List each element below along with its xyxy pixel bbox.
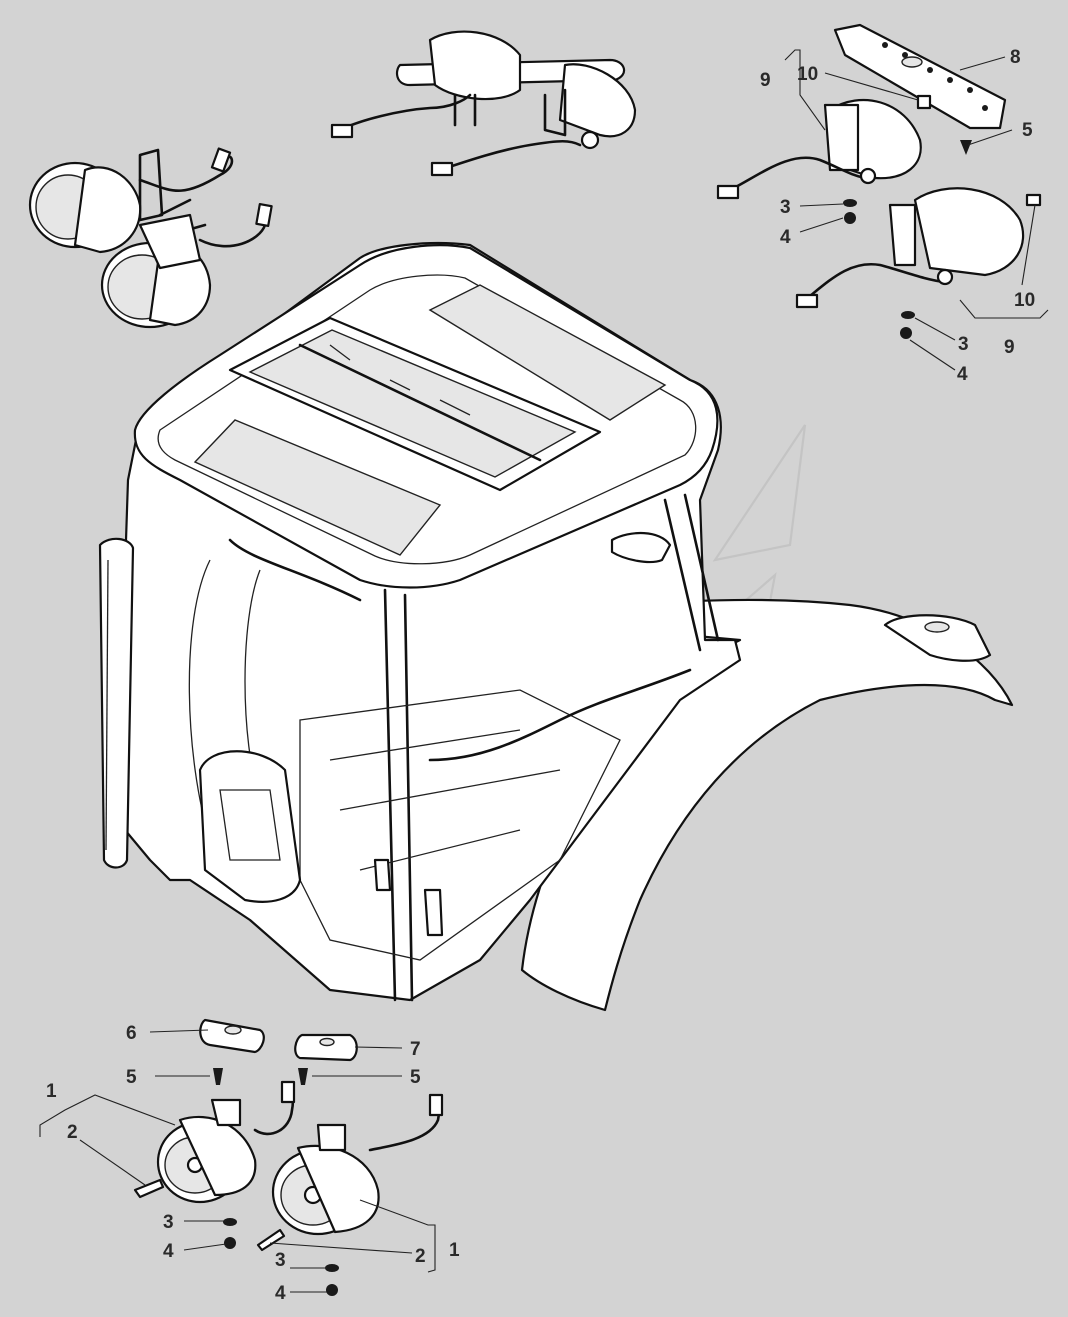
callout-3: 3 [275, 1250, 286, 1271]
roof-plate-8 [833, 23, 1007, 130]
callout-3: 3 [958, 334, 969, 355]
left-fender [98, 537, 135, 869]
callout-2: 2 [67, 1122, 78, 1143]
callout-9: 9 [1004, 337, 1015, 358]
leader-lines [39, 49, 1049, 1293]
callout-4: 4 [275, 1283, 286, 1304]
callout-9: 9 [760, 70, 771, 91]
callout-2: 2 [415, 1246, 426, 1267]
callout-4: 4 [780, 227, 791, 248]
cover-plate-7 [294, 1033, 358, 1062]
callout-6: 6 [126, 1023, 137, 1044]
callout-5: 5 [410, 1067, 421, 1088]
lamp-assembly-bottom [133, 1018, 444, 1296]
callout-7: 7 [410, 1039, 421, 1060]
callout-8: 8 [1010, 47, 1021, 68]
tractor-cab [98, 242, 1014, 1012]
seat [198, 750, 302, 903]
lamp-assembly-top-right [716, 23, 1042, 339]
callout-1: 1 [449, 1240, 460, 1261]
cover-plate-6 [199, 1018, 265, 1054]
callout-5: 5 [1022, 120, 1033, 141]
callout-4: 4 [163, 1241, 174, 1262]
callout-3: 3 [780, 197, 791, 218]
callout-labels: 1 2 3 4 5 6 7 5 2 1 3 4 9 10 8 5 3 4 10 … [46, 47, 1035, 1304]
lamp-assembly-top-center [330, 30, 637, 177]
callout-5: 5 [126, 1067, 137, 1088]
callout-10: 10 [1014, 290, 1035, 311]
lamp-assembly-top-left [28, 147, 273, 329]
callout-10: 10 [797, 64, 818, 85]
callout-3: 3 [163, 1212, 174, 1233]
callout-1: 1 [46, 1081, 57, 1102]
fender-lamp-mount [883, 614, 992, 662]
callout-4: 4 [957, 364, 968, 385]
